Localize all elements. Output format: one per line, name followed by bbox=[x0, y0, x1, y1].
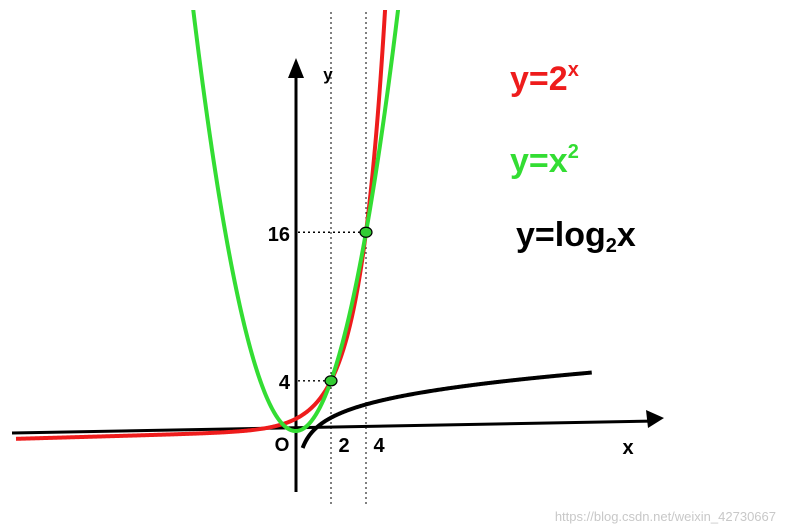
legend-exponential: y=2x bbox=[510, 59, 579, 98]
x-axis bbox=[11, 419, 651, 435]
origin-label: O bbox=[275, 435, 290, 456]
y-tick-label-1: 4 bbox=[279, 372, 291, 394]
x-axis-label: x bbox=[622, 437, 633, 459]
x-tick-label-2: 4 bbox=[373, 435, 385, 457]
y-axis-label: y bbox=[323, 65, 333, 84]
series-3-line bbox=[300, 370, 594, 449]
x-axis-arrow bbox=[646, 410, 664, 428]
intersection-point-2 bbox=[359, 226, 373, 238]
x-tick-label-1: 2 bbox=[338, 435, 349, 457]
intersection-marks bbox=[324, 226, 373, 387]
legend-quadratic: y=x2 bbox=[510, 141, 579, 180]
series-2-line bbox=[191, 10, 401, 433]
guide-lines bbox=[298, 12, 367, 505]
axes bbox=[11, 58, 664, 492]
intersection-point-1 bbox=[324, 375, 338, 387]
legend-logarithm: y=log2x bbox=[516, 216, 636, 257]
y-tick-label-2: 16 bbox=[268, 224, 290, 246]
axis-labels: y x O 2 4 4 16 bbox=[268, 65, 634, 459]
y-axis-arrow bbox=[288, 58, 304, 78]
watermark: https://blog.csdn.net/weixin_42730667 bbox=[554, 509, 776, 524]
curves bbox=[14, 10, 594, 449]
